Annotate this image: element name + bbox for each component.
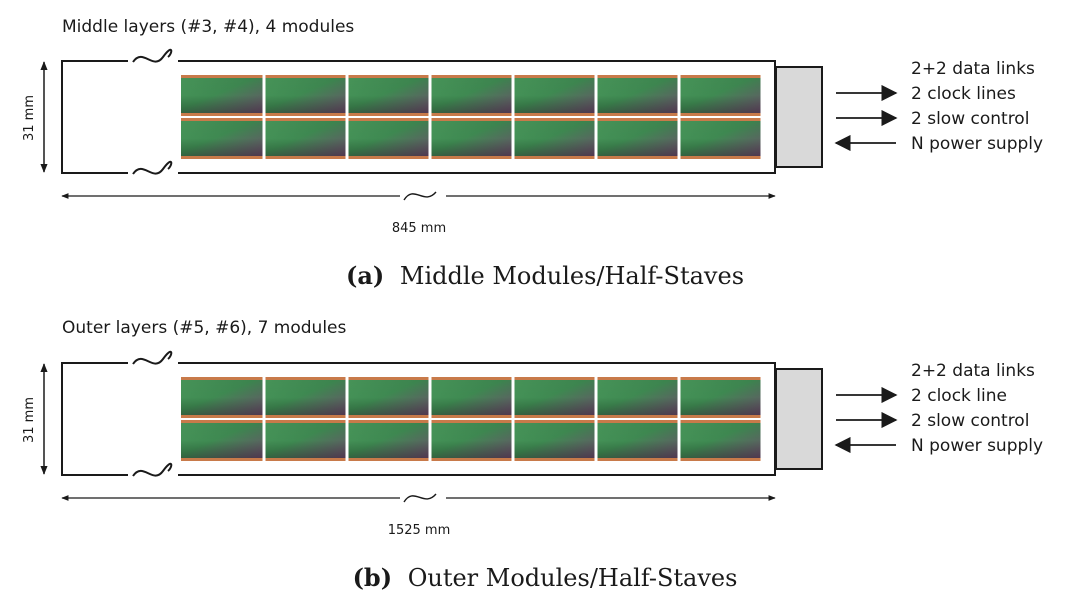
signal-label: 2+2 data links [911,59,1035,79]
caption-text: Middle Modules/Half-Staves [400,262,744,290]
module-chip [181,420,263,461]
length-label: 845 mm [392,221,446,236]
caption-tag: (b) [353,563,393,592]
break-mark [132,462,173,477]
module-chip [181,377,263,418]
stave-frame [40,48,823,201]
module-chip [431,377,512,418]
height-label: 31 mm [22,397,37,443]
length-break-mark [403,191,437,201]
module-chip [431,420,512,461]
panel-middle: Middle layers (#3, #4), 4 modules 31 mm … [22,17,1043,290]
module-chip [514,377,595,418]
module-chip [348,420,429,461]
module-chip [597,420,678,461]
module-chip [597,118,678,159]
signal-label: 2 clock lines [911,84,1016,104]
connector-box [775,66,823,168]
signal-list: 2+2 data links 2 clock line 2 slow control… [834,361,1043,456]
module-chip [348,118,429,159]
frame-left [61,362,128,476]
module-chip [265,377,346,418]
signal-label: 2 slow control [911,411,1029,431]
module-grid [181,75,761,159]
module-chip [265,75,346,116]
module-chip [265,118,346,159]
module-chip [597,377,678,418]
height-label: 31 mm [22,95,37,141]
panel-title: Middle layers (#3, #4), 4 modules [62,17,354,37]
module-grid [181,377,761,461]
frame-left [61,60,128,174]
module-chip [181,75,263,116]
module-chip [348,377,429,418]
module-chip [597,75,678,116]
break-mark [132,48,173,63]
module-chip [514,75,595,116]
panel-title: Outer layers (#5, #6), 7 modules [62,318,347,338]
break-mark [132,160,173,175]
module-chip [680,420,761,461]
caption-tag: (a) [346,261,384,290]
module-chip [680,75,761,116]
signal-label: 2 clock line [911,386,1007,406]
module-chip [265,420,346,461]
signal-label: 2+2 data links [911,361,1035,381]
module-chip [431,75,512,116]
length-label: 1525 mm [388,523,451,538]
module-chip [680,118,761,159]
connector-box [775,368,823,470]
panel-outer: Outer layers (#5, #6), 7 modules 31 mm 1… [22,318,1043,592]
stave-frame [40,350,823,503]
module-chip [348,75,429,116]
length-break-mark [403,493,437,503]
signal-label: N power supply [911,134,1043,154]
signal-list: 2+2 data links 2 clock lines 2 slow contro… [834,59,1043,154]
caption-text: Outer Modules/Half-Staves [408,564,738,592]
module-chip [514,118,595,159]
caption: (a) Middle Modules/Half-Staves [346,261,744,290]
module-chip [431,118,512,159]
module-chip [514,420,595,461]
signal-label: N power supply [911,436,1043,456]
module-chip [680,377,761,418]
signal-label: 2 slow control [911,109,1029,129]
break-mark [132,350,173,365]
module-chip [181,118,263,159]
caption: (b) Outer Modules/Half-Staves [353,563,738,592]
